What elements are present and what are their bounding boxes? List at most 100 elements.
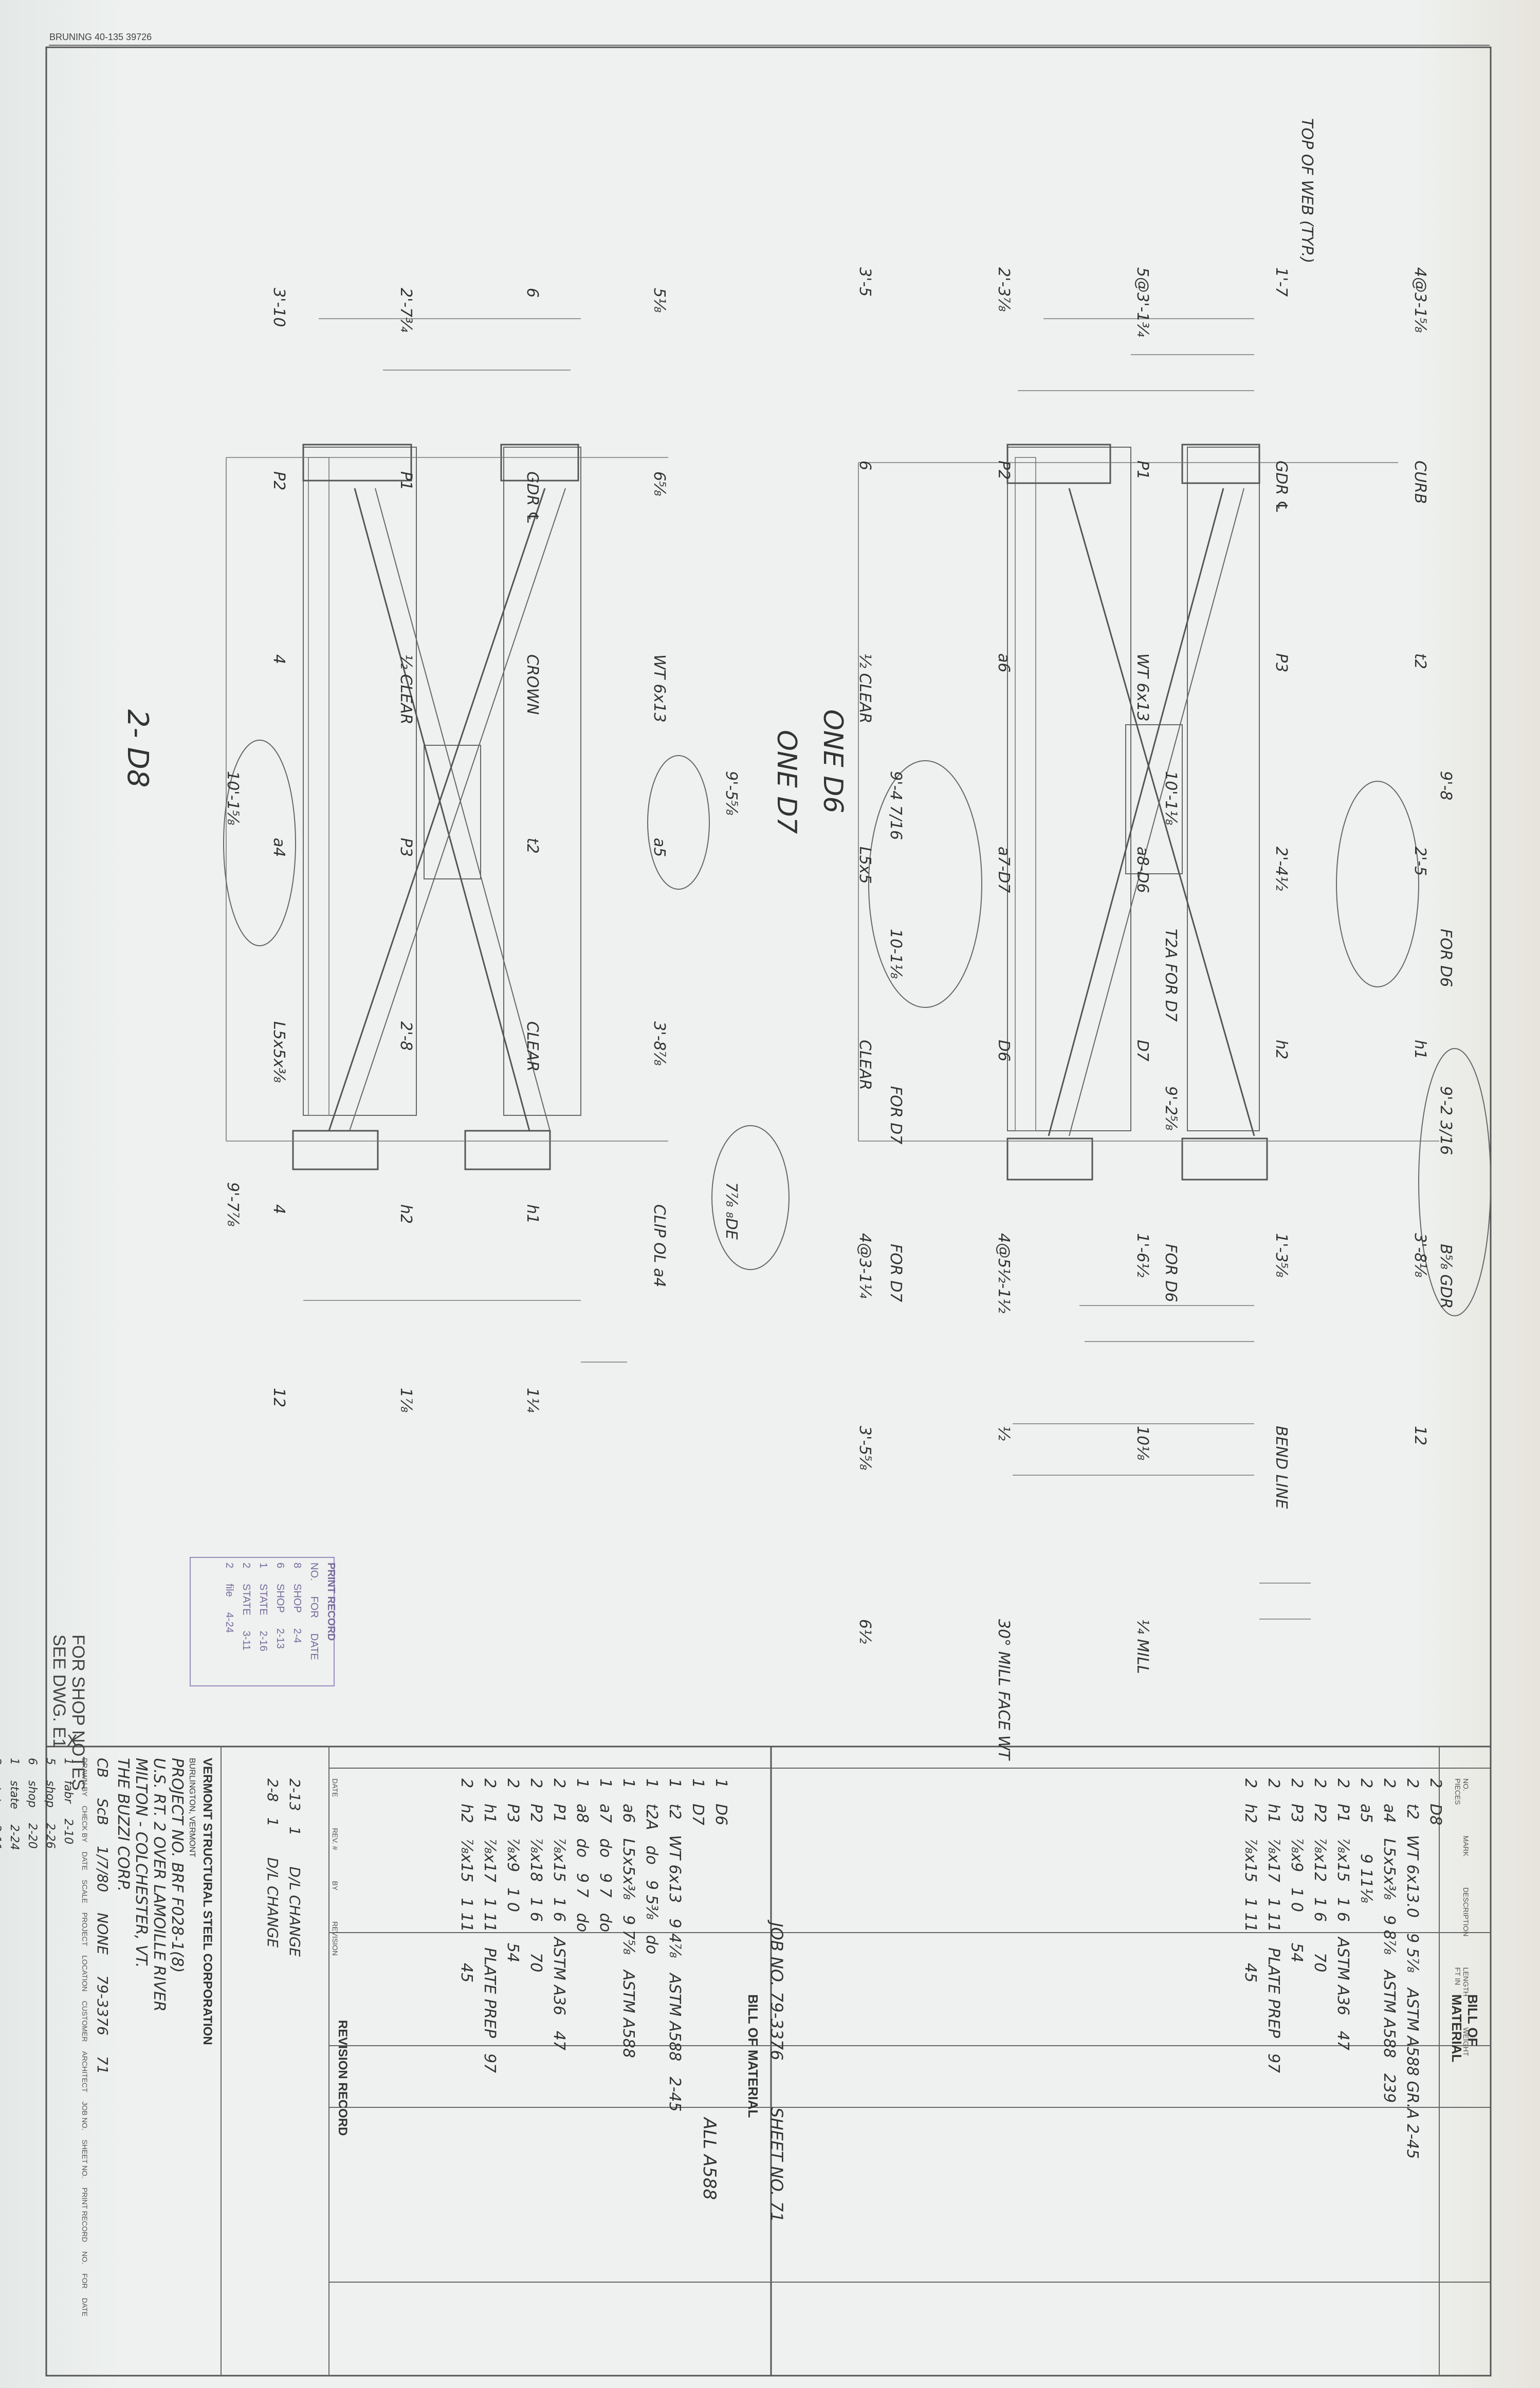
print-stamp-cell: 1 bbox=[258, 1563, 269, 1569]
right-dim-label: h1 bbox=[1411, 1039, 1429, 1059]
bom-left-cell: a6 bbox=[619, 1804, 637, 1823]
bom-left-cell: P2 bbox=[527, 1804, 545, 1823]
title-print-cell: fabr bbox=[61, 1780, 75, 1804]
bom-right-cell: ⅞x17 bbox=[1264, 1839, 1282, 1883]
corner-mark: X bbox=[67, 1732, 78, 1750]
left-view-label: 2- D8 bbox=[121, 709, 154, 788]
title-print-cell: shop bbox=[25, 1780, 39, 1808]
right-dim-label: 5@3'-1¾ bbox=[1133, 267, 1151, 337]
print-stamp-cell: STATE bbox=[241, 1584, 252, 1615]
right-bubble-label: B⅝ GDR bbox=[1437, 1244, 1455, 1309]
bom-left-title: BILL OF MATERIAL bbox=[745, 1994, 761, 2118]
customer-name: THE BUZZI CORP. bbox=[114, 1758, 133, 1892]
right-dim-label: CURB bbox=[1411, 460, 1429, 504]
right-dim-label: 4@3-1¼ bbox=[856, 1233, 874, 1298]
bom-right-sheet: SHEET NO. 71 bbox=[767, 2107, 786, 2222]
right-bubble-label: FOR D7 bbox=[887, 1086, 905, 1145]
title-print-cell: 2-20 bbox=[25, 1823, 39, 1849]
revision-cell: 2-8 bbox=[264, 1778, 281, 1802]
revision-header-cell: REVISION bbox=[331, 1921, 339, 1956]
left-brace-a4 bbox=[354, 488, 530, 1131]
left-dim-label: WT 6x13 bbox=[650, 654, 668, 723]
left-dim-label: a5 bbox=[650, 838, 668, 857]
bom-left-cell: do bbox=[643, 1845, 661, 1865]
right-bubble-label: 9'-8 bbox=[1437, 771, 1455, 801]
title-block-label: CUSTOMER bbox=[81, 2000, 89, 2042]
bom-right-cell: 2 bbox=[1264, 1778, 1282, 1789]
right-plate-p2 bbox=[1006, 444, 1111, 484]
title-print-cell: 5 bbox=[43, 1758, 57, 1765]
bom-left-cell: 2 bbox=[481, 1778, 499, 1789]
left-dim-label: h2 bbox=[396, 1204, 415, 1224]
bom-right-header-cell: LENGTH FT IN bbox=[1454, 1967, 1470, 1997]
left-dim-label: 2'-8 bbox=[396, 1021, 415, 1051]
bom-left-cell: 1 bbox=[573, 1778, 591, 1789]
bom-right-cell: t2 bbox=[1403, 1804, 1421, 1820]
left-brace-a5 bbox=[328, 488, 546, 1131]
bom-right-cell: 9 5⅞ bbox=[1403, 1933, 1421, 1973]
bom-right-cell: 2 bbox=[1357, 1778, 1375, 1789]
right-bubble-label: T2A FOR D7 bbox=[1162, 928, 1180, 1022]
project-name: U.S. RT. 2 OVER LAMOILLE RIVER bbox=[150, 1758, 169, 2012]
left-bubble-label: 9'-5⅝ bbox=[722, 771, 740, 816]
bom-left-cell: 2 bbox=[527, 1778, 545, 1789]
revision-cell: 1 bbox=[264, 1817, 281, 1827]
bom-left-cell: 2 bbox=[457, 1778, 475, 1789]
revision-header-cell: BY bbox=[331, 1881, 339, 1891]
right-dim-label: ¼ MILL bbox=[1133, 1619, 1151, 1674]
right-dim-label: a6 bbox=[995, 653, 1013, 673]
right-girder-a bbox=[1007, 447, 1131, 1131]
right-dim-label: a8-D6 bbox=[1133, 847, 1151, 893]
left-plate-h1 bbox=[464, 1130, 551, 1170]
title-block-label: DRAWN BY bbox=[81, 1758, 89, 1796]
bom-right-cell: P3 bbox=[1288, 1804, 1306, 1823]
right-dim-label: ½ bbox=[995, 1426, 1013, 1441]
title-block-label: NO. bbox=[81, 2251, 89, 2265]
bom-right-cell: ASTM A36 bbox=[1334, 1937, 1352, 2016]
bom-left-cell: 1 bbox=[619, 1778, 637, 1789]
title-print-cell: state bbox=[0, 1780, 3, 1809]
right-dim-label: ½ CLEAR bbox=[856, 653, 874, 724]
left-dim-label: P2 bbox=[270, 471, 288, 490]
left-bubble-label: 7⅞ ₈DE bbox=[722, 1182, 740, 1240]
bom-left-cell: 2 bbox=[550, 1778, 568, 1789]
bom-right-cell: 47 bbox=[1334, 2031, 1352, 2051]
bom-left-cell: 9 7 bbox=[596, 1872, 614, 1898]
print-stamp-title: PRINT RECORD bbox=[325, 1563, 337, 1641]
bom-right-cell: 1 6 bbox=[1334, 1897, 1352, 1922]
left-dim-label: a4 bbox=[270, 838, 288, 857]
bom-right-cell: 70 bbox=[1311, 1953, 1329, 1973]
bom-right-cell: ASTM A588 GR.A 2-45 bbox=[1403, 1988, 1421, 2159]
right-dim-label: h2 bbox=[1272, 1039, 1290, 1059]
bom-right-cell: 9 8⅞ bbox=[1380, 1915, 1398, 1955]
bom-right-cell: ⅞x15 bbox=[1241, 1839, 1259, 1883]
left-dim-label: 2'-7¾ bbox=[396, 288, 415, 333]
bom-right-cell: 239 bbox=[1380, 2073, 1398, 2103]
right-dim-label: BEND LINE bbox=[1272, 1426, 1290, 1509]
title-block-label: FOR bbox=[81, 2273, 89, 2289]
right-dim-label: t2 bbox=[1411, 653, 1429, 670]
bom-left-cell: 70 bbox=[527, 1953, 545, 1973]
left-dim-label: 3'-8⅞ bbox=[650, 1021, 668, 1066]
title-block-label: CHECK BY bbox=[81, 1805, 89, 1843]
bom-left-cell: 1 0 bbox=[504, 1887, 522, 1912]
bom-right-cell: PLATE PREP bbox=[1264, 1948, 1282, 2038]
left-dim-label: GDR ℄ bbox=[523, 471, 542, 525]
